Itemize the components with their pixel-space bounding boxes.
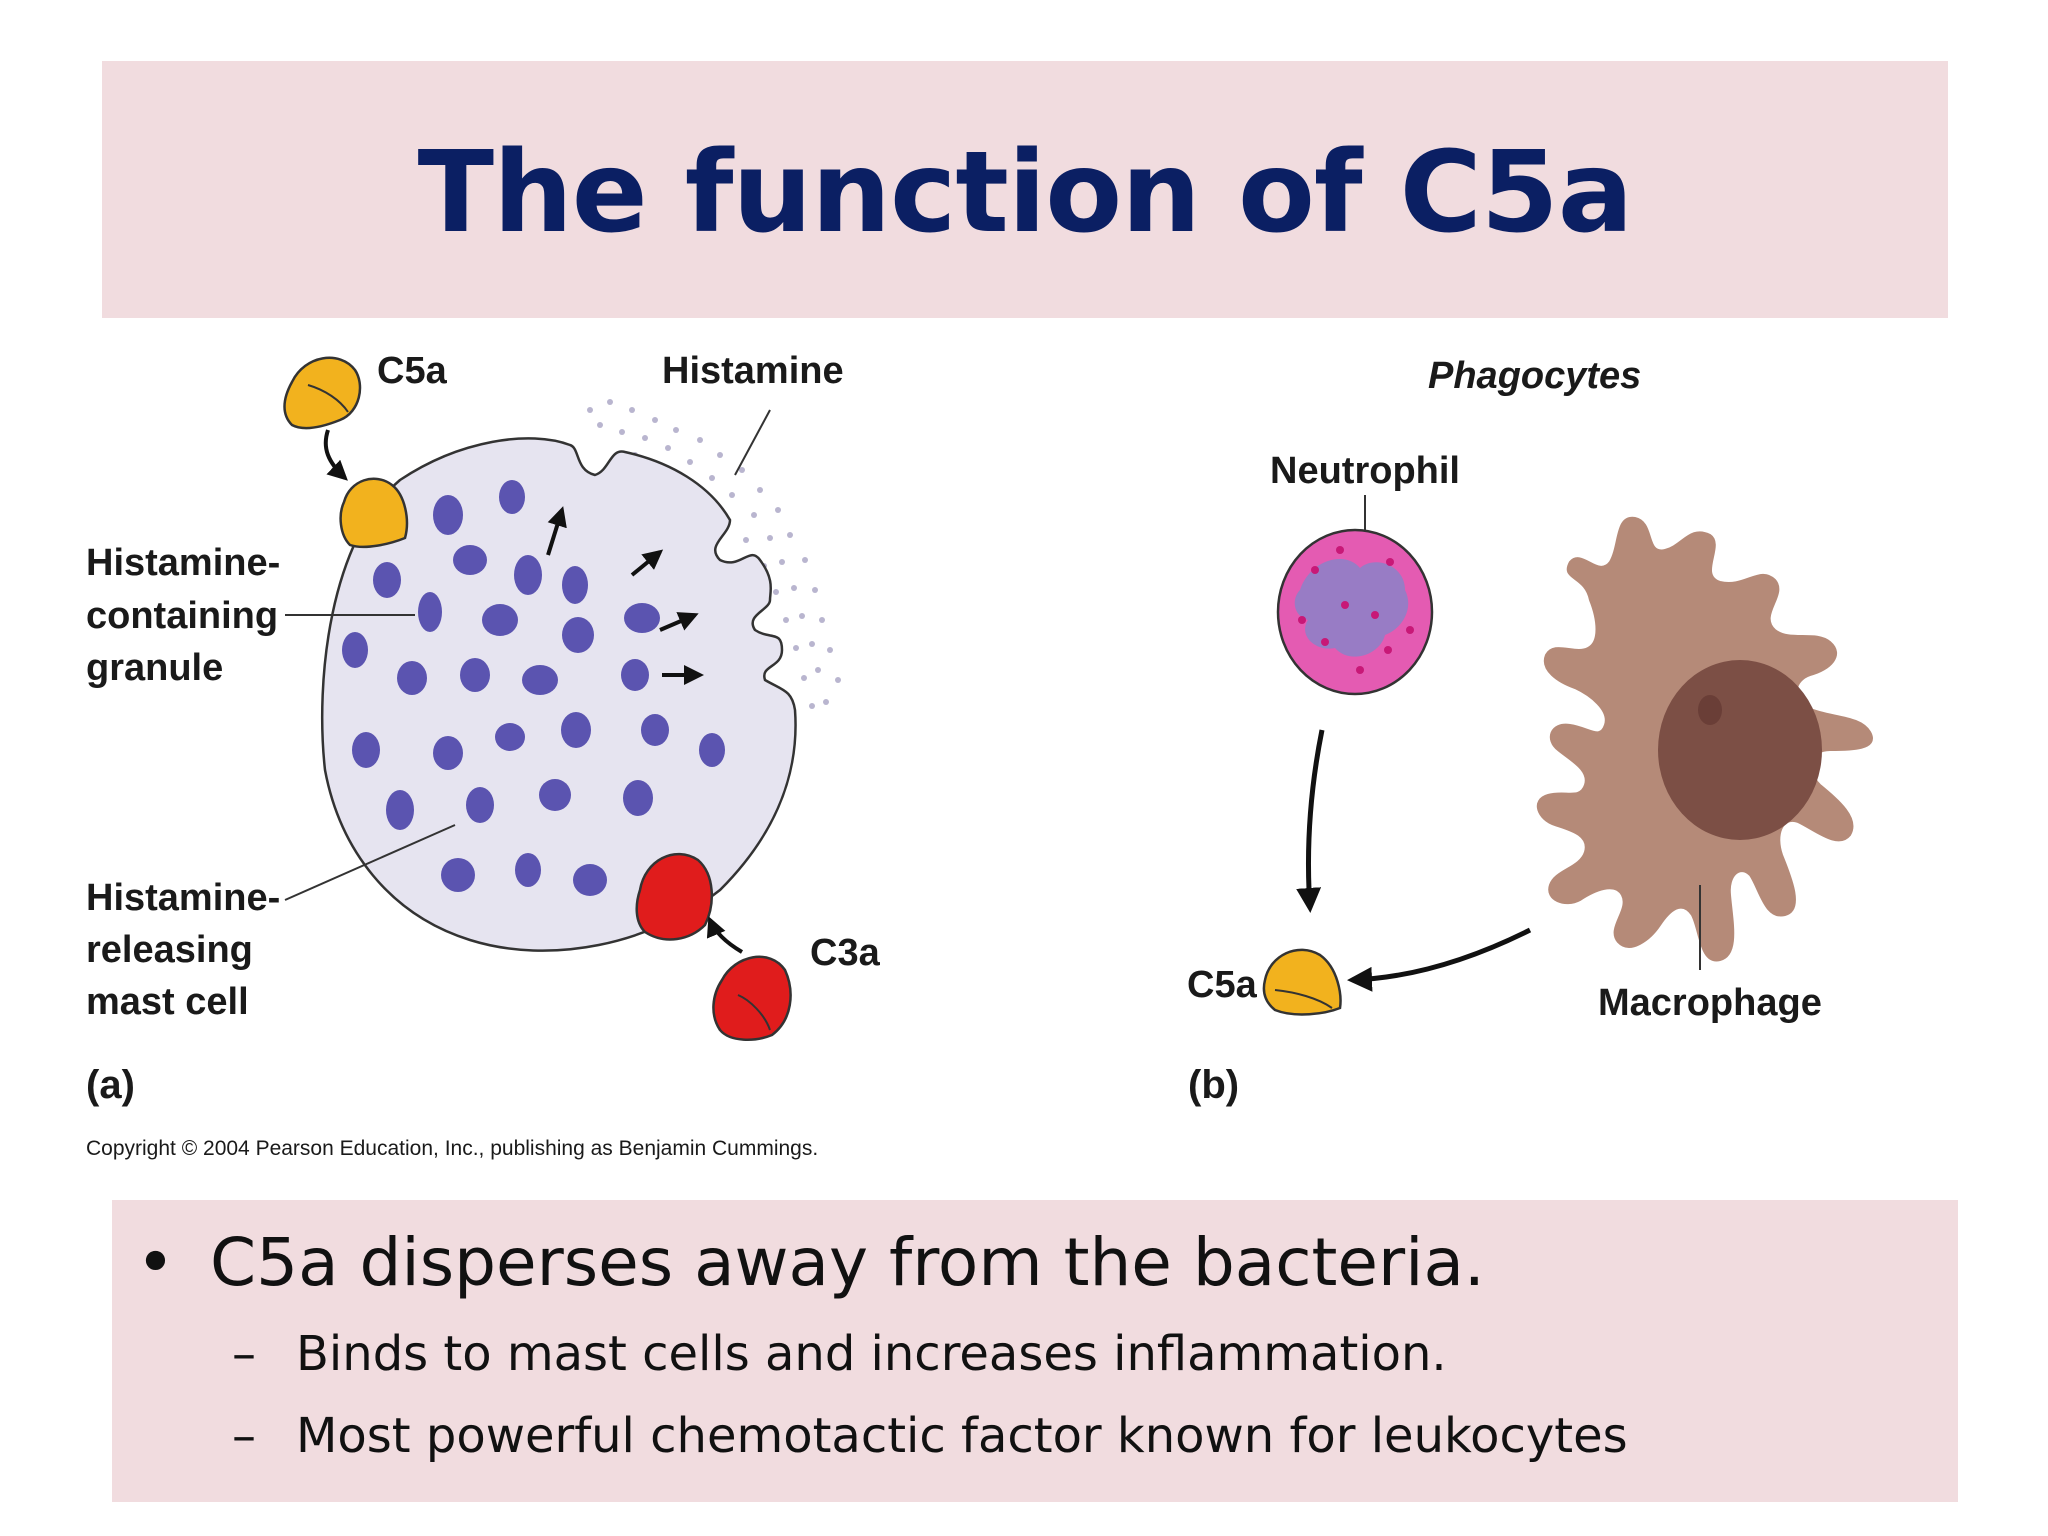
c5a-figure: C5a Histamine Histamine- containing gran… [70,330,1990,1190]
c5a-molecule-bound [339,477,409,549]
macrophage-label: Macrophage [1598,982,1822,1024]
copyright-note: Copyright © 2004 Pearson Education, Inc.… [86,1137,818,1160]
c3a-molecule-free [712,955,792,1041]
mast-cell-label-line-2: releasing [86,929,253,971]
granules [342,480,725,896]
histamine-dots [587,399,841,709]
c5a-binding-arrow [323,429,348,481]
neutrophil-label: Neutrophil [1270,450,1460,492]
sub-bullet-2: – Most powerful chemotactic factor known… [232,1408,1628,1464]
macrophage [1536,516,1873,962]
bullet-symbol: • [136,1224,175,1301]
sub-bullet-1: – Binds to mast cells and increases infl… [232,1326,1447,1382]
sub-bullet-text-2: Most powerful chemotactic factor known f… [296,1408,1628,1464]
exocytosis-arrows [546,506,704,685]
title-band: The function of C5a [102,61,1948,318]
macrophage-chemotaxis-arrow [1347,927,1532,992]
c3a-binding-arrow [706,916,744,954]
granule-label-line-3: granule [86,647,223,689]
figure-svg: C5a Histamine Histamine- containing gran… [86,350,1873,1160]
panel-a-letter: (a) [86,1063,135,1107]
neutrophil [1276,528,1434,696]
c3a-label: C3a [810,932,881,974]
bullet-main: • C5a disperses away from the bacteria. [136,1224,1485,1301]
bullet-main-text: C5a disperses away from the bacteria. [210,1224,1485,1301]
phagocytes-heading: Phagocytes [1428,355,1641,397]
sub-bullet-text-1: Binds to mast cells and increases inflam… [296,1326,1447,1382]
c5a-molecule-b [1262,948,1342,1016]
sub-bullet-dash-2: – [232,1408,256,1464]
neutrophil-chemotaxis-arrow [1296,729,1325,913]
c5a-label-b: C5a [1187,964,1258,1006]
bullet-band: • C5a disperses away from the bacteria. … [112,1200,1958,1502]
sub-bullet-dash-1: – [232,1326,256,1382]
c5a-label-a: C5a [377,350,448,392]
mast-cell-label-line-3: mast cell [86,981,249,1023]
slide-title: The function of C5a [417,127,1634,258]
histamine-label: Histamine [662,350,844,392]
mast-cell [320,437,797,952]
panel-b-letter: (b) [1188,1063,1239,1107]
c3a-molecule-bound [635,852,714,941]
granule-label-line-1: Histamine- [86,542,280,584]
granule-label-line-2: containing [86,595,278,637]
c5a-molecule-free [283,356,362,430]
mast-cell-label-line-1: Histamine- [86,877,280,919]
